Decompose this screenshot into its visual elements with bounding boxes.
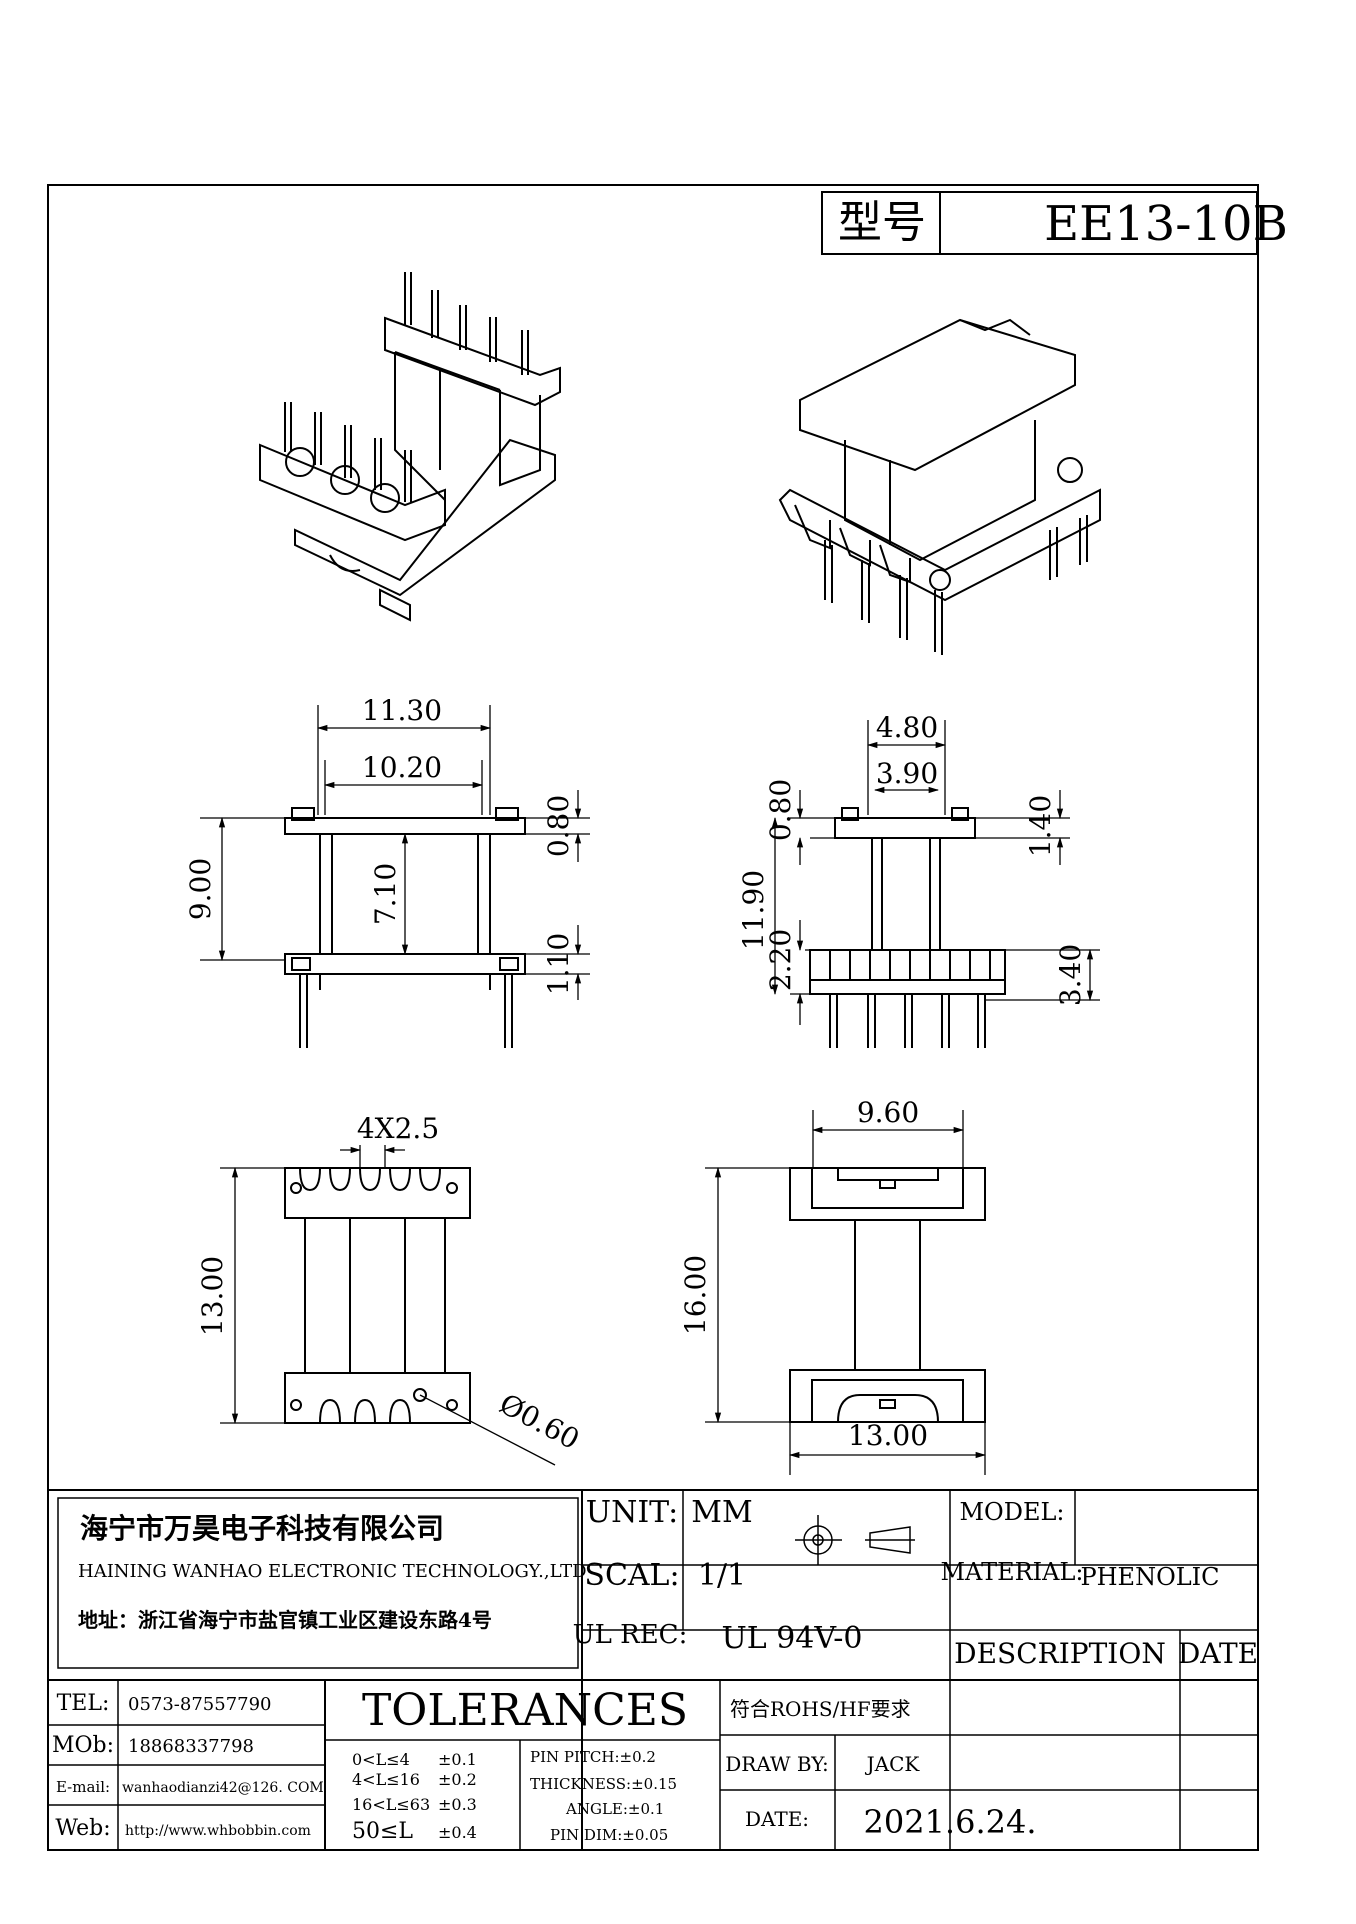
unit-value: MM	[691, 1495, 752, 1530]
web-label: Web:	[55, 1816, 110, 1841]
spec-pin-dim: PIN DIM:±0.05	[550, 1826, 668, 1844]
model-header-label: 型号	[838, 197, 926, 248]
dim-side-top-flange: 1.40	[1024, 795, 1057, 857]
sheet-border	[47, 184, 1259, 1851]
tolerance-table: 0<L≤4 ±0.1 4<L≤16 ±0.2 16<L≤63 ±0.3 50≤L…	[352, 1750, 477, 1844]
tol-range-2: 4<L≤16	[352, 1770, 420, 1789]
tol-range-4: 50≤L	[352, 1819, 413, 1844]
unit-label: UNIT:	[586, 1495, 678, 1530]
top-view-labels: 9.60 16.00 13.00	[679, 1096, 928, 1452]
tolerances-title: TOLERANCES	[362, 1685, 688, 1736]
tol-value-1: ±0.1	[438, 1750, 477, 1769]
date-field-label: DATE:	[745, 1807, 809, 1831]
description-label: DESCRIPTION	[954, 1637, 1166, 1670]
top-view-dimensions	[705, 1110, 987, 1475]
email-label: E-mail:	[56, 1778, 110, 1796]
dim-top-base-width: 13.00	[848, 1419, 928, 1452]
company-name-en: HAINING WANHAO ELECTRONIC TECHNOLOGY.,LT…	[78, 1561, 587, 1582]
dim-side-width-outer: 4.80	[876, 711, 938, 744]
tol-value-3: ±0.3	[438, 1795, 477, 1814]
mob-value: 18868337798	[128, 1736, 254, 1757]
dim-bottom-pin-dia: Ø0.60	[494, 1387, 585, 1456]
dim-front-bottom-flange: 1.10	[542, 933, 575, 995]
dim-bottom-pitch: 4X2.5	[357, 1112, 439, 1145]
date-field-value: 2021.6.24.	[863, 1803, 1036, 1841]
front-view-labels: 11.30 10.20 9.00 7.10 0.80 1.10	[184, 694, 575, 995]
spec-pin-pitch: PIN PITCH:±0.2	[530, 1748, 656, 1766]
dim-side-width-inner: 3.90	[876, 757, 938, 790]
ul-label: UL REC:	[573, 1620, 688, 1650]
dim-front-width-outer: 11.30	[362, 694, 442, 727]
scale-label: SCAL:	[584, 1558, 679, 1593]
bottom-view	[284, 1167, 471, 1424]
title-block-lines	[48, 1489, 1258, 1850]
dim-side-height: 11.90	[737, 870, 770, 950]
tol-range-3: 16<L≤63	[352, 1795, 430, 1814]
scale-value: 1/1	[698, 1558, 746, 1593]
tol-range-1: 0<L≤4	[352, 1750, 410, 1769]
iso-view-pins-down	[778, 318, 1101, 655]
dim-side-base-height: 2.20	[764, 929, 797, 991]
tolerance-specs: PIN PITCH:±0.2 THICKNESS:±0.15 ANGLE:±0.…	[530, 1748, 677, 1844]
dim-side-pin-height: 3.40	[1054, 944, 1087, 1006]
dim-top-width: 9.60	[857, 1096, 919, 1129]
iso-view-pins-up	[259, 272, 561, 622]
email-value: wanhaodianzi42@126. COM	[122, 1780, 324, 1796]
dim-side-top-thickness: 0.80	[764, 779, 797, 841]
draw-by-label: DRAW BY:	[725, 1752, 828, 1776]
bottom-view-dimensions	[220, 1145, 556, 1466]
ul-value: UL 94V-0	[721, 1621, 862, 1656]
draw-by-value: JACK	[865, 1752, 921, 1776]
dim-bottom-height: 13.00	[196, 1256, 229, 1336]
model-label: MODEL:	[959, 1498, 1064, 1526]
tel-value: 0573-87557790	[128, 1694, 272, 1715]
web-value: http://www.whbobbin.com	[125, 1823, 311, 1839]
dim-front-width-inner: 10.20	[362, 751, 442, 784]
company-name-cn: 海宁市万昊电子科技有限公司	[80, 1512, 444, 1545]
dim-front-top-flange: 0.80	[542, 795, 575, 857]
side-view-dimensions	[771, 720, 1100, 1025]
rohs-note: 符合ROHS/HF要求	[730, 1697, 911, 1721]
company-address: 地址：浙江省海宁市盐官镇工业区建设东路4号	[78, 1608, 492, 1632]
side-view-labels: 4.80 3.90 0.80 1.40 11.90 2.20 3.40	[737, 711, 1087, 1006]
dim-front-height: 9.00	[184, 858, 217, 920]
model-header: 型号 EE13-10B	[821, 191, 1288, 255]
date-header-label: DATE	[1178, 1637, 1258, 1670]
dim-top-height: 16.00	[679, 1255, 712, 1335]
dim-front-inner-height: 7.10	[369, 863, 402, 925]
front-view-dimensions	[200, 705, 590, 1000]
tol-value-2: ±0.2	[438, 1770, 477, 1789]
side-view	[809, 807, 1006, 1048]
mob-label: MOb:	[52, 1733, 114, 1758]
bottom-view-labels: 4X2.5 13.00 Ø0.60	[196, 1112, 585, 1456]
projection-symbol	[795, 1515, 915, 1565]
model-header-value: EE13-10B	[1044, 196, 1288, 252]
material-value: PHENOLIC	[1080, 1563, 1219, 1591]
spec-thickness: THICKNESS:±0.15	[530, 1775, 677, 1793]
material-label: MATERIAL:	[940, 1558, 1083, 1586]
tol-value-4: ±0.4	[438, 1823, 477, 1842]
top-view	[789, 1167, 986, 1423]
tel-label: TEL:	[57, 1691, 110, 1716]
spec-angle: ANGLE:±0.1	[565, 1800, 664, 1818]
